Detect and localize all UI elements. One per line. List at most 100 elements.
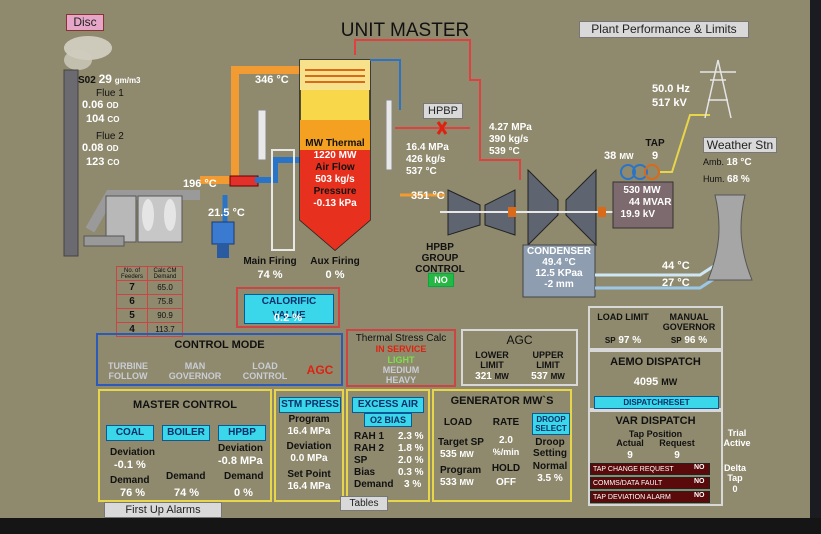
smoke-cloud-2 (64, 50, 92, 70)
boiler-demand-value: 74 % (174, 487, 200, 499)
fd-fan-motor (217, 244, 229, 258)
plant-performance-button[interactable]: Plant Performance & Limits (579, 21, 749, 38)
tap-position-label: Tap Position (628, 429, 683, 439)
calorific-value-button[interactable]: CALORIFIC VALUE (244, 294, 334, 324)
hold-value: OFF (496, 477, 516, 488)
excess-demand-label: Demand (354, 479, 394, 490)
cw-return (595, 260, 721, 277)
cw-outlet-temp: 27 °C (662, 277, 690, 289)
hpbp-button[interactable]: HPBP (423, 103, 463, 119)
coal-button[interactable]: COAL (106, 425, 154, 441)
burner-pipes (271, 149, 295, 251)
main-steam-readings: 4.27 MPa 390 kg/s 539 °C (489, 122, 532, 157)
hmi-screen: UNIT MASTER Disc Plant Performance & Lim… (0, 0, 810, 518)
so2-reading: S02 29 gm/m3 (78, 72, 141, 86)
flue2-label: Flue 2 (96, 131, 124, 142)
generator-box (612, 181, 674, 229)
flue-duct (85, 190, 200, 233)
upper-limit-reading: 537 MW (531, 371, 565, 382)
generator-readings: 530 MW 44 MVAR 19.9 kV (620, 185, 672, 220)
program-label: Program (440, 465, 482, 476)
load-limit-label: LOAD LIMIT (597, 312, 649, 322)
transmission-pylon (700, 59, 736, 119)
boiler-mw-label: MW Thermal (305, 138, 365, 149)
stm-press-button[interactable]: STM PRESS (279, 397, 341, 413)
hpbp-deviation-value: -0.8 MPa (218, 455, 263, 467)
o2-bias-button[interactable]: O2 BIAS (364, 413, 412, 427)
excess-bias-value: 0.3 % (398, 467, 424, 478)
main-firing-label: Main Firing (243, 256, 297, 267)
var-dispatch-panel: VAR DISPATCH Tap Position Actual Request… (588, 410, 723, 506)
aemo-value: 4095 MW (633, 376, 678, 388)
aemo-title: AEMO DISPATCH (610, 356, 701, 368)
hpbp-valve (436, 121, 448, 135)
boiler-mid-zone (300, 120, 370, 150)
generator-title: GENERATOR MW`S (450, 395, 554, 407)
agc-title: AGC (506, 333, 533, 347)
main-firing-value: 74 % (257, 269, 283, 281)
coupling-1 (508, 207, 516, 217)
man-governor-option[interactable]: MAN GOVERNOR (168, 361, 222, 381)
dispatch-reset-button[interactable]: DISPATCHRESET (594, 396, 719, 409)
control-mode-panel: CONTROL MODE TURBINE FOLLOW MAN GOVERNOR… (96, 333, 343, 386)
excess-air-panel: EXCESS AIR O2 BIAS RAH 1 2.3 % RAH 2 1.8… (346, 389, 430, 502)
tap-change-request-status: NO (694, 464, 705, 471)
coal-pipe-1 (257, 109, 267, 161)
boiler-button[interactable]: BOILER (162, 425, 210, 441)
tap-value: 9 (651, 150, 659, 162)
condenser-readings: CONDENSER 49.4 °C 12.5 KPaa -2 mm (527, 246, 591, 290)
calorific-value: 0.2 % (273, 312, 303, 324)
hpbp-group-status[interactable]: NO (428, 273, 454, 287)
riser-pipe (385, 99, 393, 171)
rate-header: RATE (492, 417, 520, 428)
flue1-label: Flue 1 (96, 88, 124, 99)
excess-air-button[interactable]: EXCESS AIR (352, 397, 424, 413)
stress-medium: MEDIUM (382, 365, 420, 375)
filter-bag-1 (142, 199, 154, 231)
hpbp-group-label: HPBP GROUP CONTROL (415, 242, 465, 275)
precipitator-1 (105, 195, 137, 243)
turbine-follow-option[interactable]: TURBINE FOLLOW (108, 361, 148, 381)
manual-governor-label: MANUAL GOVERNOR (662, 312, 716, 332)
comms-fault-status: NO (694, 478, 705, 485)
excess-sp-value: 2.0 % (398, 455, 424, 466)
boiler-press-value: -0.13 kPa (313, 198, 357, 209)
load-control-option[interactable]: LOAD CONTROL (242, 361, 288, 381)
droop-select-button[interactable]: DROOP SELECT (532, 413, 570, 435)
load-limit-sp: SP 97 % (604, 335, 642, 346)
steam-pipe (370, 59, 401, 110)
rah2-label: RAH 2 (354, 443, 385, 454)
manual-governor-sp: SP 96 % (670, 335, 708, 346)
stm-program-value: 16.4 MPa (287, 426, 331, 437)
hpbp-readings: 16.4 MPa 426 kg/s 537 °C (406, 142, 449, 177)
transformer-coil-1 (620, 164, 636, 180)
coal-demand-label: Demand (110, 475, 150, 486)
weather-station-button[interactable]: Weather Stn (703, 137, 777, 153)
chimney-stack (63, 69, 79, 257)
hpbp-demand-value: 0 % (234, 487, 253, 499)
coupling-2 (598, 207, 606, 217)
disc-button[interactable]: Disc (66, 14, 104, 31)
target-sp-reading: 535 MW (440, 449, 474, 460)
hpbp-demand-label: Demand (224, 471, 264, 482)
tables-button[interactable]: Tables (340, 496, 388, 511)
stm-program-label: Program (288, 414, 330, 425)
thermal-stress-title: Thermal Stress Calc (355, 333, 447, 344)
boiler-air-value: 503 kg/s (315, 174, 355, 185)
page-title: UNIT MASTER (340, 20, 470, 41)
aux-firing-value: 0 % (325, 269, 345, 281)
id-fan (83, 235, 125, 247)
first-up-alarms-button[interactable]: First Up Alarms (104, 502, 222, 518)
stm-setpoint-value: 16.4 MPa (287, 481, 331, 492)
tap-deviation-alarm: TAP DEVIATION ALARM (590, 491, 710, 503)
stm-deviation-value: 0.0 MPa (290, 453, 328, 464)
agc-option-active[interactable]: AGC (306, 363, 334, 377)
comms-fault-alarm: COMMS/DATA FAULT (590, 477, 710, 489)
thermal-stress-status: IN SERVICE (375, 344, 427, 354)
boiler-demand-label: Demand (166, 471, 206, 482)
hpbp-master-button[interactable]: HPBP (218, 425, 266, 441)
condenser-body (522, 244, 596, 298)
